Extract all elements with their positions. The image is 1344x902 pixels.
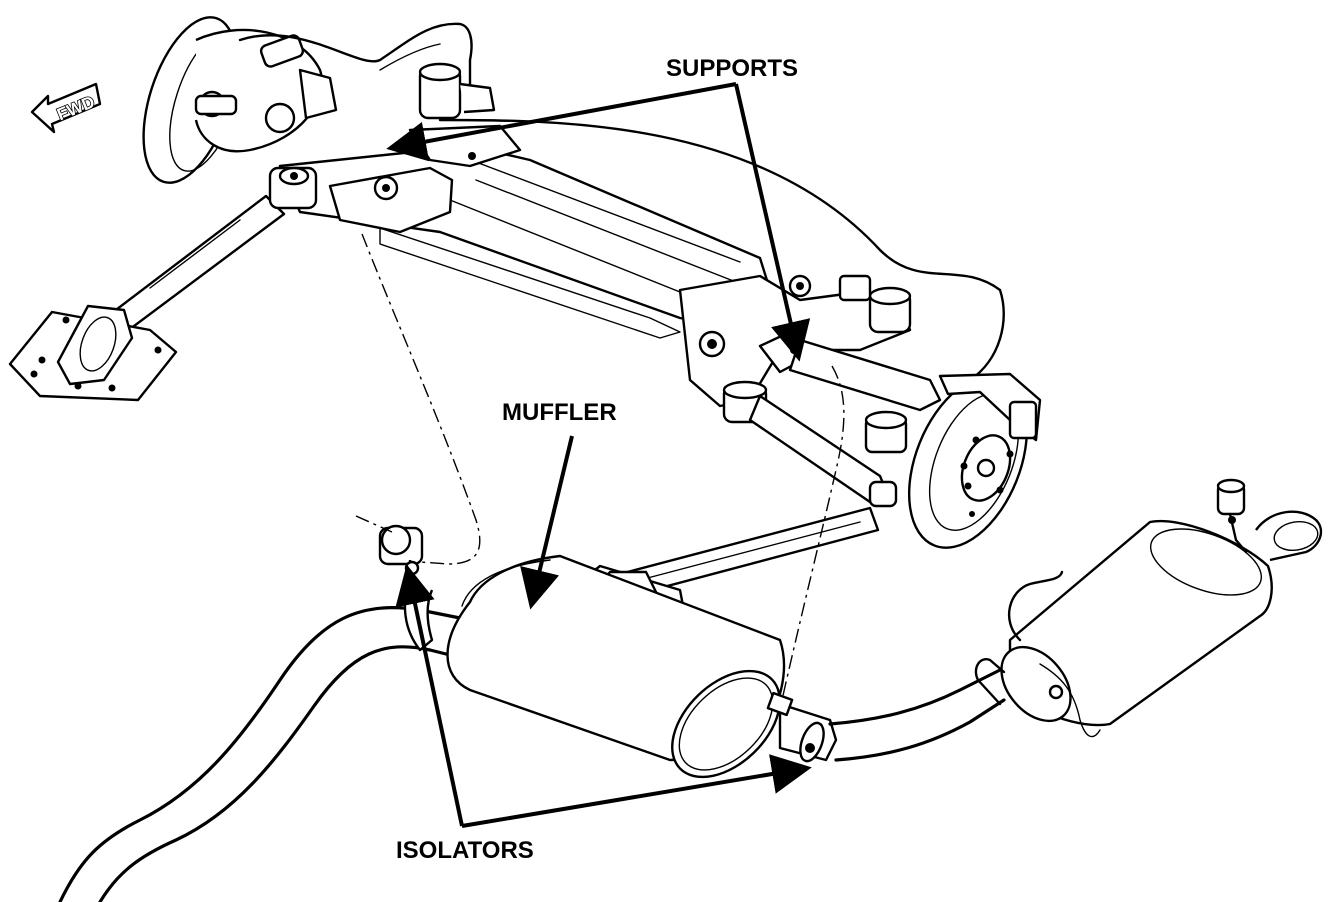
forward-label: FWD: [54, 92, 97, 124]
rear-axle-assembly: [8, 16, 1042, 598]
exhaust-system: [58, 478, 1323, 902]
isolators-label: ISOLATORS: [396, 837, 534, 864]
supports-label: SUPPORTS: [666, 55, 798, 82]
forward-arrow-icon: FWD: [30, 82, 102, 134]
callout-leaders: [386, 82, 812, 828]
muffler-label: MUFFLER: [502, 399, 617, 426]
center-lines: [355, 233, 845, 701]
